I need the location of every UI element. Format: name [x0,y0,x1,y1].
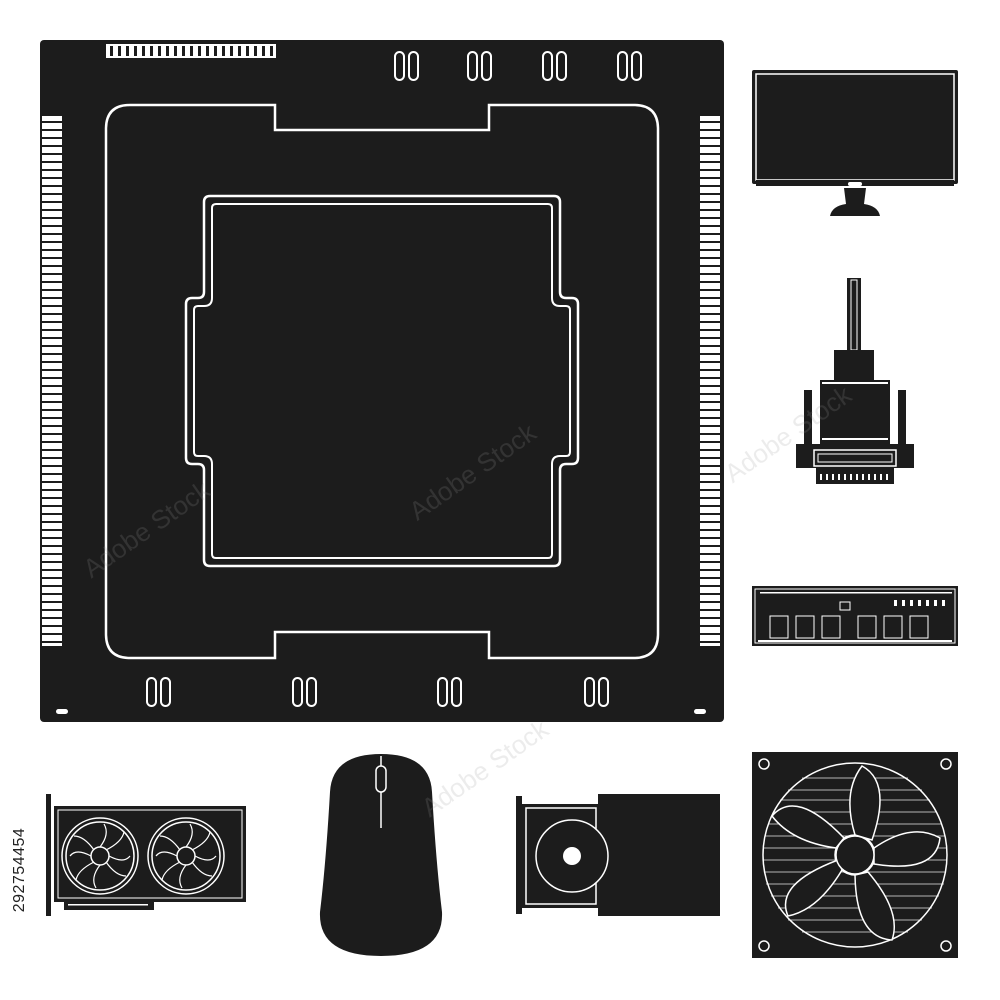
graphics-card-icon [46,794,246,916]
stock-id-label: 292754454 [2,760,38,980]
optical-drive-icon [516,794,720,916]
dvi-connector-icon [796,278,914,484]
cooling-fan-icon [752,752,958,958]
monitor-icon [752,70,958,216]
stock-id-text: 292754454 [11,827,28,913]
computer-mouse-icon [319,754,443,956]
cpu-socket-icon [40,40,724,722]
ram-module-icon [752,586,958,646]
